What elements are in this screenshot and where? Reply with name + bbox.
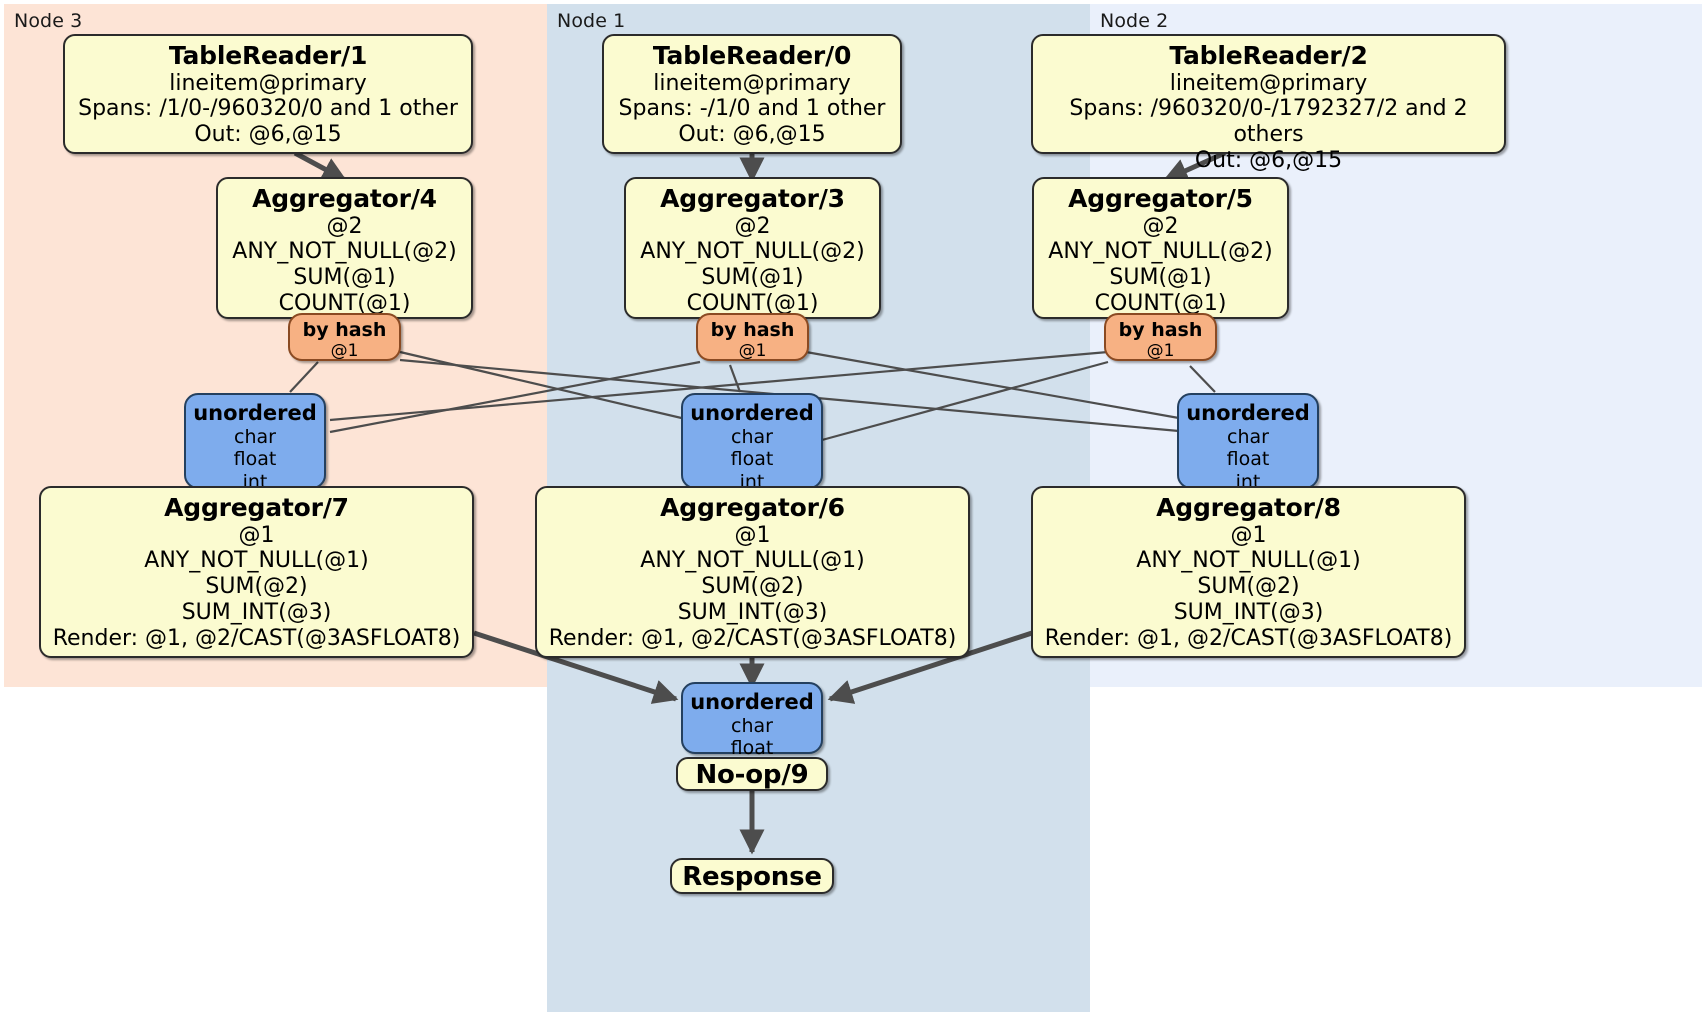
- node-line: @1: [238, 522, 275, 548]
- node-aggregator-4[interactable]: Aggregator/4 @2 ANY_NOT_NULL(@2) SUM(@1)…: [216, 177, 473, 319]
- node-title: TableReader/2: [1169, 41, 1368, 70]
- node-line: Spans: /1/0-/960320/0 and 1 other: [78, 96, 458, 122]
- router-title: unordered: [193, 401, 317, 425]
- node-line: Render: @1, @2/CAST(@3ASFLOAT8): [1044, 626, 1453, 652]
- node-title: Aggregator/6: [660, 493, 845, 522]
- node-line: @1: [734, 522, 771, 548]
- node-aggregator-8[interactable]: Aggregator/8 @1 ANY_NOT_NULL(@1) SUM(@2)…: [1031, 486, 1466, 658]
- router-title: by hash: [1118, 319, 1203, 341]
- router-line: char: [234, 425, 276, 448]
- router-line: @1: [1146, 341, 1175, 362]
- node-title: TableReader/1: [168, 41, 368, 70]
- router-line: @1: [738, 341, 767, 362]
- node-line: SUM(@2): [205, 574, 308, 600]
- node-title: Aggregator/8: [1156, 493, 1341, 522]
- node-line: Render: @1, @2/CAST(@3ASFLOAT8): [52, 626, 461, 652]
- node-line: SUM(@2): [1197, 574, 1300, 600]
- node-title: Aggregator/7: [164, 493, 349, 522]
- node-line: @2: [326, 213, 363, 239]
- router-line: char: [1227, 425, 1269, 448]
- node-aggregator-7[interactable]: Aggregator/7 @1 ANY_NOT_NULL(@1) SUM(@2)…: [39, 486, 474, 658]
- router-by-hash-center[interactable]: by hash @1: [696, 313, 809, 361]
- node-aggregator-6[interactable]: Aggregator/6 @1 ANY_NOT_NULL(@1) SUM(@2)…: [535, 486, 970, 658]
- node-line: COUNT(@1): [686, 291, 819, 317]
- node-line: SUM_INT(@3): [181, 600, 332, 626]
- node-line: lineitem@primary: [653, 70, 851, 96]
- node-line: SUM(@2): [701, 574, 804, 600]
- node-line: SUM(@1): [1109, 265, 1212, 291]
- panel-label-node-3: Node 3: [14, 10, 83, 32]
- node-line: Out: @6,@15: [1194, 148, 1343, 174]
- panel-label-node-2: Node 2: [1100, 10, 1169, 32]
- node-line: SUM(@1): [293, 265, 396, 291]
- router-title: unordered: [690, 690, 814, 714]
- node-aggregator-3[interactable]: Aggregator/3 @2 ANY_NOT_NULL(@2) SUM(@1)…: [624, 177, 881, 319]
- node-line: SUM(@1): [701, 265, 804, 291]
- router-unordered-right[interactable]: unordered char float int: [1177, 393, 1319, 493]
- router-line: @1: [330, 341, 359, 362]
- node-line: ANY_NOT_NULL(@1): [144, 548, 369, 574]
- node-line: ANY_NOT_NULL(@1): [1136, 548, 1361, 574]
- router-by-hash-right[interactable]: by hash @1: [1104, 313, 1217, 361]
- node-line: ANY_NOT_NULL(@1): [640, 548, 865, 574]
- node-line: lineitem@primary: [169, 70, 367, 96]
- node-tablereader-2[interactable]: TableReader/2 lineitem@primary Spans: /9…: [1031, 34, 1506, 173]
- node-aggregator-5[interactable]: Aggregator/5 @2 ANY_NOT_NULL(@2) SUM(@1)…: [1032, 177, 1289, 319]
- node-line: Out: @6,@15: [678, 122, 826, 148]
- router-by-hash-left[interactable]: by hash @1: [288, 313, 401, 361]
- router-line: float: [730, 448, 774, 471]
- node-line: Out: @6,@15: [194, 122, 342, 148]
- router-title: unordered: [690, 401, 814, 425]
- router-unordered-final[interactable]: unordered char float: [681, 682, 823, 759]
- node-line: ANY_NOT_NULL(@2): [1048, 239, 1273, 265]
- node-tablereader-1[interactable]: TableReader/1 lineitem@primary Spans: /1…: [63, 34, 473, 154]
- router-line: char: [731, 425, 773, 448]
- router-title: by hash: [710, 319, 795, 341]
- node-line: @1: [1230, 522, 1267, 548]
- node-title: Aggregator/3: [660, 184, 845, 213]
- node-line: ANY_NOT_NULL(@2): [232, 239, 457, 265]
- node-tablereader-0[interactable]: TableReader/0 lineitem@primary Spans: -/…: [602, 34, 902, 154]
- node-line: COUNT(@1): [1094, 291, 1227, 317]
- router-title: unordered: [1186, 401, 1310, 425]
- node-line: SUM_INT(@3): [1173, 600, 1324, 626]
- router-line: char: [731, 714, 773, 737]
- router-unordered-left[interactable]: unordered char float int: [184, 393, 326, 493]
- node-line: ANY_NOT_NULL(@2): [640, 239, 865, 265]
- node-title: Aggregator/5: [1068, 184, 1253, 213]
- node-line: @2: [734, 213, 771, 239]
- node-line: Render: @1, @2/CAST(@3ASFLOAT8): [548, 626, 957, 652]
- router-title: by hash: [302, 319, 387, 341]
- node-title: Aggregator/4: [252, 184, 437, 213]
- node-line: lineitem@primary: [1169, 70, 1368, 96]
- node-title: TableReader/0: [652, 41, 852, 70]
- node-line: Spans: /960320/0-/1792327/2 and 2 others: [1069, 96, 1468, 148]
- panel-label-node-1: Node 1: [557, 10, 626, 32]
- node-no-op-9[interactable]: No-op/9: [676, 757, 828, 791]
- node-line: Spans: -/1/0 and 1 other: [618, 96, 886, 122]
- node-line: @2: [1142, 213, 1179, 239]
- node-line: COUNT(@1): [278, 291, 411, 317]
- node-line: SUM_INT(@3): [677, 600, 828, 626]
- node-title: Response: [682, 862, 822, 892]
- router-line: float: [730, 737, 774, 760]
- node-title: No-op/9: [695, 760, 809, 790]
- router-line: float: [233, 448, 277, 471]
- router-line: float: [1226, 448, 1270, 471]
- router-unordered-center[interactable]: unordered char float int: [681, 393, 823, 493]
- node-response[interactable]: Response: [670, 858, 834, 894]
